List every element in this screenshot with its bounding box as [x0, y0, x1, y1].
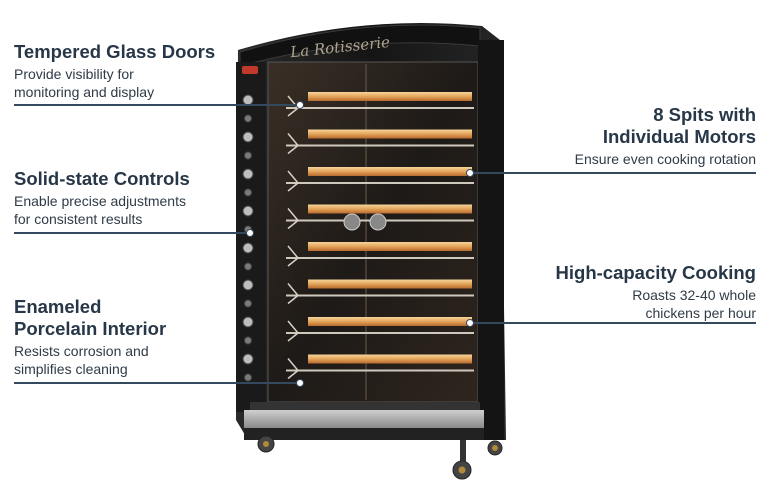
feature-desc-line1: Ensure even cooking rotation	[574, 151, 756, 167]
feature-title-line1: 8 Spits with	[653, 104, 756, 125]
heating-element	[308, 317, 472, 326]
steel-base	[244, 410, 484, 428]
feature-high-capacity: High-capacity Cooking Roasts 32-40 whole…	[556, 262, 756, 322]
spit-row	[286, 167, 474, 192]
feature-tempered-glass: Tempered Glass Doors Provide visibility …	[14, 41, 215, 101]
marker-dot-glass	[296, 101, 304, 109]
leader-line-capacity	[470, 322, 756, 324]
feature-title-line1: Enameled	[14, 296, 102, 317]
spit-row	[286, 279, 474, 305]
feature-title: Tempered Glass Doors	[14, 41, 216, 62]
spit-fork	[287, 133, 299, 155]
spit-fork	[287, 320, 299, 342]
door-handle-right	[369, 213, 387, 231]
control-knob	[242, 168, 254, 180]
control-knob	[242, 353, 254, 365]
spit-row	[286, 242, 474, 267]
control-knob	[244, 262, 252, 271]
feature-desc-line2: monitoring and display	[14, 84, 155, 100]
spit-row	[286, 317, 474, 342]
feature-desc-line2: chickens per hour	[645, 305, 756, 321]
feature-title-line2: Individual Motors	[602, 126, 756, 147]
spit-row	[286, 129, 474, 155]
brand-badge	[242, 66, 258, 74]
spit-fork	[287, 358, 299, 380]
feature-enameled-interior: Enameled Porcelain Interior Resists corr…	[14, 296, 166, 378]
control-knob	[244, 373, 252, 382]
control-knob	[242, 316, 254, 328]
control-knob	[242, 242, 254, 254]
feature-solid-state: Solid-state Controls Enable precise adju…	[14, 168, 190, 228]
spit-fork	[287, 170, 299, 192]
feature-desc-line1: Enable precise adjustments	[14, 193, 186, 209]
heating-element	[308, 242, 472, 251]
caster-wheels	[257, 435, 503, 480]
feature-desc-line1: Roasts 32-40 whole	[632, 287, 756, 303]
control-knob	[244, 299, 252, 308]
control-knob	[242, 131, 254, 143]
feature-desc-line1: Resists corrosion and	[14, 343, 149, 359]
heating-element	[308, 354, 472, 364]
control-knob	[242, 205, 254, 217]
door-handle-left	[343, 213, 361, 231]
marker-dot-spits	[466, 169, 474, 177]
marker-dot-controls	[246, 229, 254, 237]
spit-row	[286, 354, 474, 380]
leader-line-spits	[470, 172, 756, 174]
control-knob	[242, 279, 254, 291]
control-knob	[244, 336, 252, 345]
spit-fork	[287, 245, 299, 267]
control-knob	[244, 114, 252, 123]
feature-desc-line2: for consistent results	[14, 211, 143, 227]
spit-fork	[287, 208, 299, 230]
feature-desc-line1: Provide visibility for	[14, 66, 134, 82]
spit-fork	[287, 283, 299, 305]
heating-element	[308, 204, 472, 214]
leader-line-glass	[14, 104, 300, 106]
control-knob	[244, 151, 252, 160]
feature-title: High-capacity Cooking	[555, 262, 756, 283]
heating-element	[308, 129, 472, 139]
feature-title: Solid-state Controls	[14, 168, 190, 189]
glass-door	[267, 61, 479, 403]
feature-desc-line2: simplifies cleaning	[14, 361, 128, 377]
marker-dot-interior	[296, 379, 304, 387]
marker-dot-capacity	[466, 319, 474, 327]
heating-element	[308, 167, 472, 176]
feature-title-line2: Porcelain Interior	[14, 318, 167, 339]
leader-line-interior	[14, 382, 300, 384]
heating-element	[308, 279, 472, 289]
spit-rows	[286, 92, 474, 380]
control-knob	[244, 188, 252, 197]
heating-element	[308, 92, 472, 101]
leader-line-controls	[14, 232, 250, 234]
feature-spits: 8 Spits with Individual Motors Ensure ev…	[575, 104, 756, 168]
